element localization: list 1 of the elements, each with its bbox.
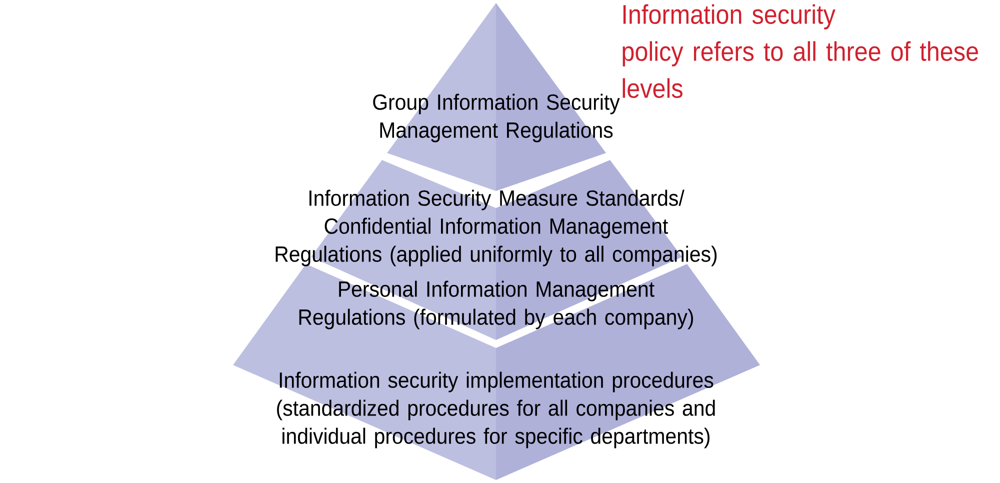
note-text: Information security policy refers to all three of these levels bbox=[622, 4, 978, 98]
